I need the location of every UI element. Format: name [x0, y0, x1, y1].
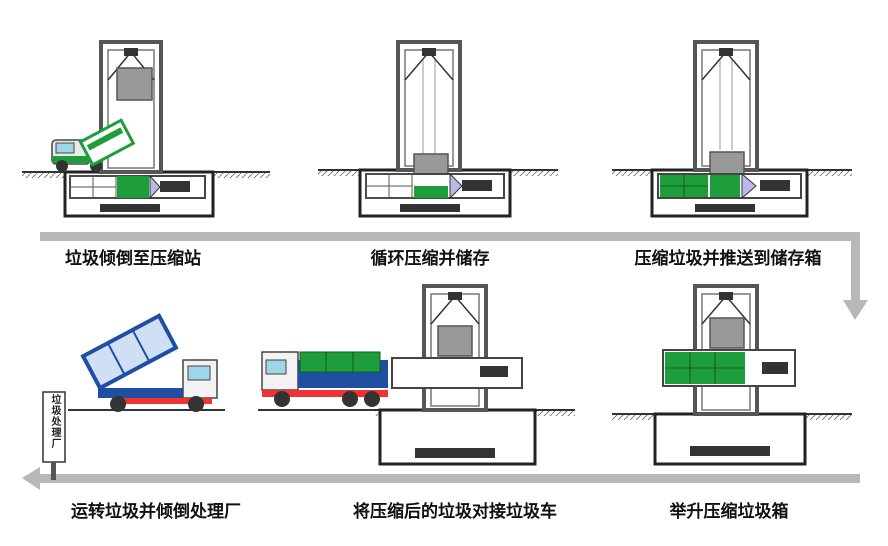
step-label-push: 压缩垃圾并推送到储存箱	[634, 249, 822, 269]
press-block	[437, 325, 473, 357]
panel-compress	[318, 40, 558, 218]
dock-truck	[261, 351, 388, 407]
small-truck	[51, 118, 136, 172]
panel-lift	[612, 284, 852, 466]
left-arrowhead	[22, 467, 40, 490]
step-label-transport: 运转垃圾并倾倒处理厂	[71, 502, 241, 522]
panel-dump	[22, 40, 270, 218]
right-flow-band	[851, 232, 860, 308]
step-label-dock: 将压缩后的垃圾对接垃圾车	[353, 502, 557, 522]
panel-dock	[258, 284, 575, 466]
step-label-compress: 循环压缩并储存	[370, 249, 490, 269]
sign-label: 垃圾处理厂	[49, 394, 60, 449]
green-waste	[117, 176, 149, 198]
bottom-flow-band	[40, 474, 860, 483]
top-flow-band	[40, 232, 860, 241]
press-block	[116, 67, 153, 101]
panel-push	[612, 40, 852, 218]
sign-post	[51, 462, 56, 480]
tipper-truck	[80, 313, 218, 412]
green-waste	[414, 186, 448, 198]
tower	[422, 284, 488, 412]
green-waste	[299, 351, 381, 373]
pit	[653, 412, 807, 466]
step-label-dump: 垃圾倾倒至压缩站	[65, 249, 201, 269]
panel-transport	[42, 313, 225, 480]
press-block	[709, 317, 745, 349]
tower	[99, 40, 163, 174]
flow-arrows	[22, 232, 868, 490]
down-arrowhead	[843, 300, 868, 320]
step-label-lift: 举升压缩垃圾箱	[669, 502, 789, 522]
